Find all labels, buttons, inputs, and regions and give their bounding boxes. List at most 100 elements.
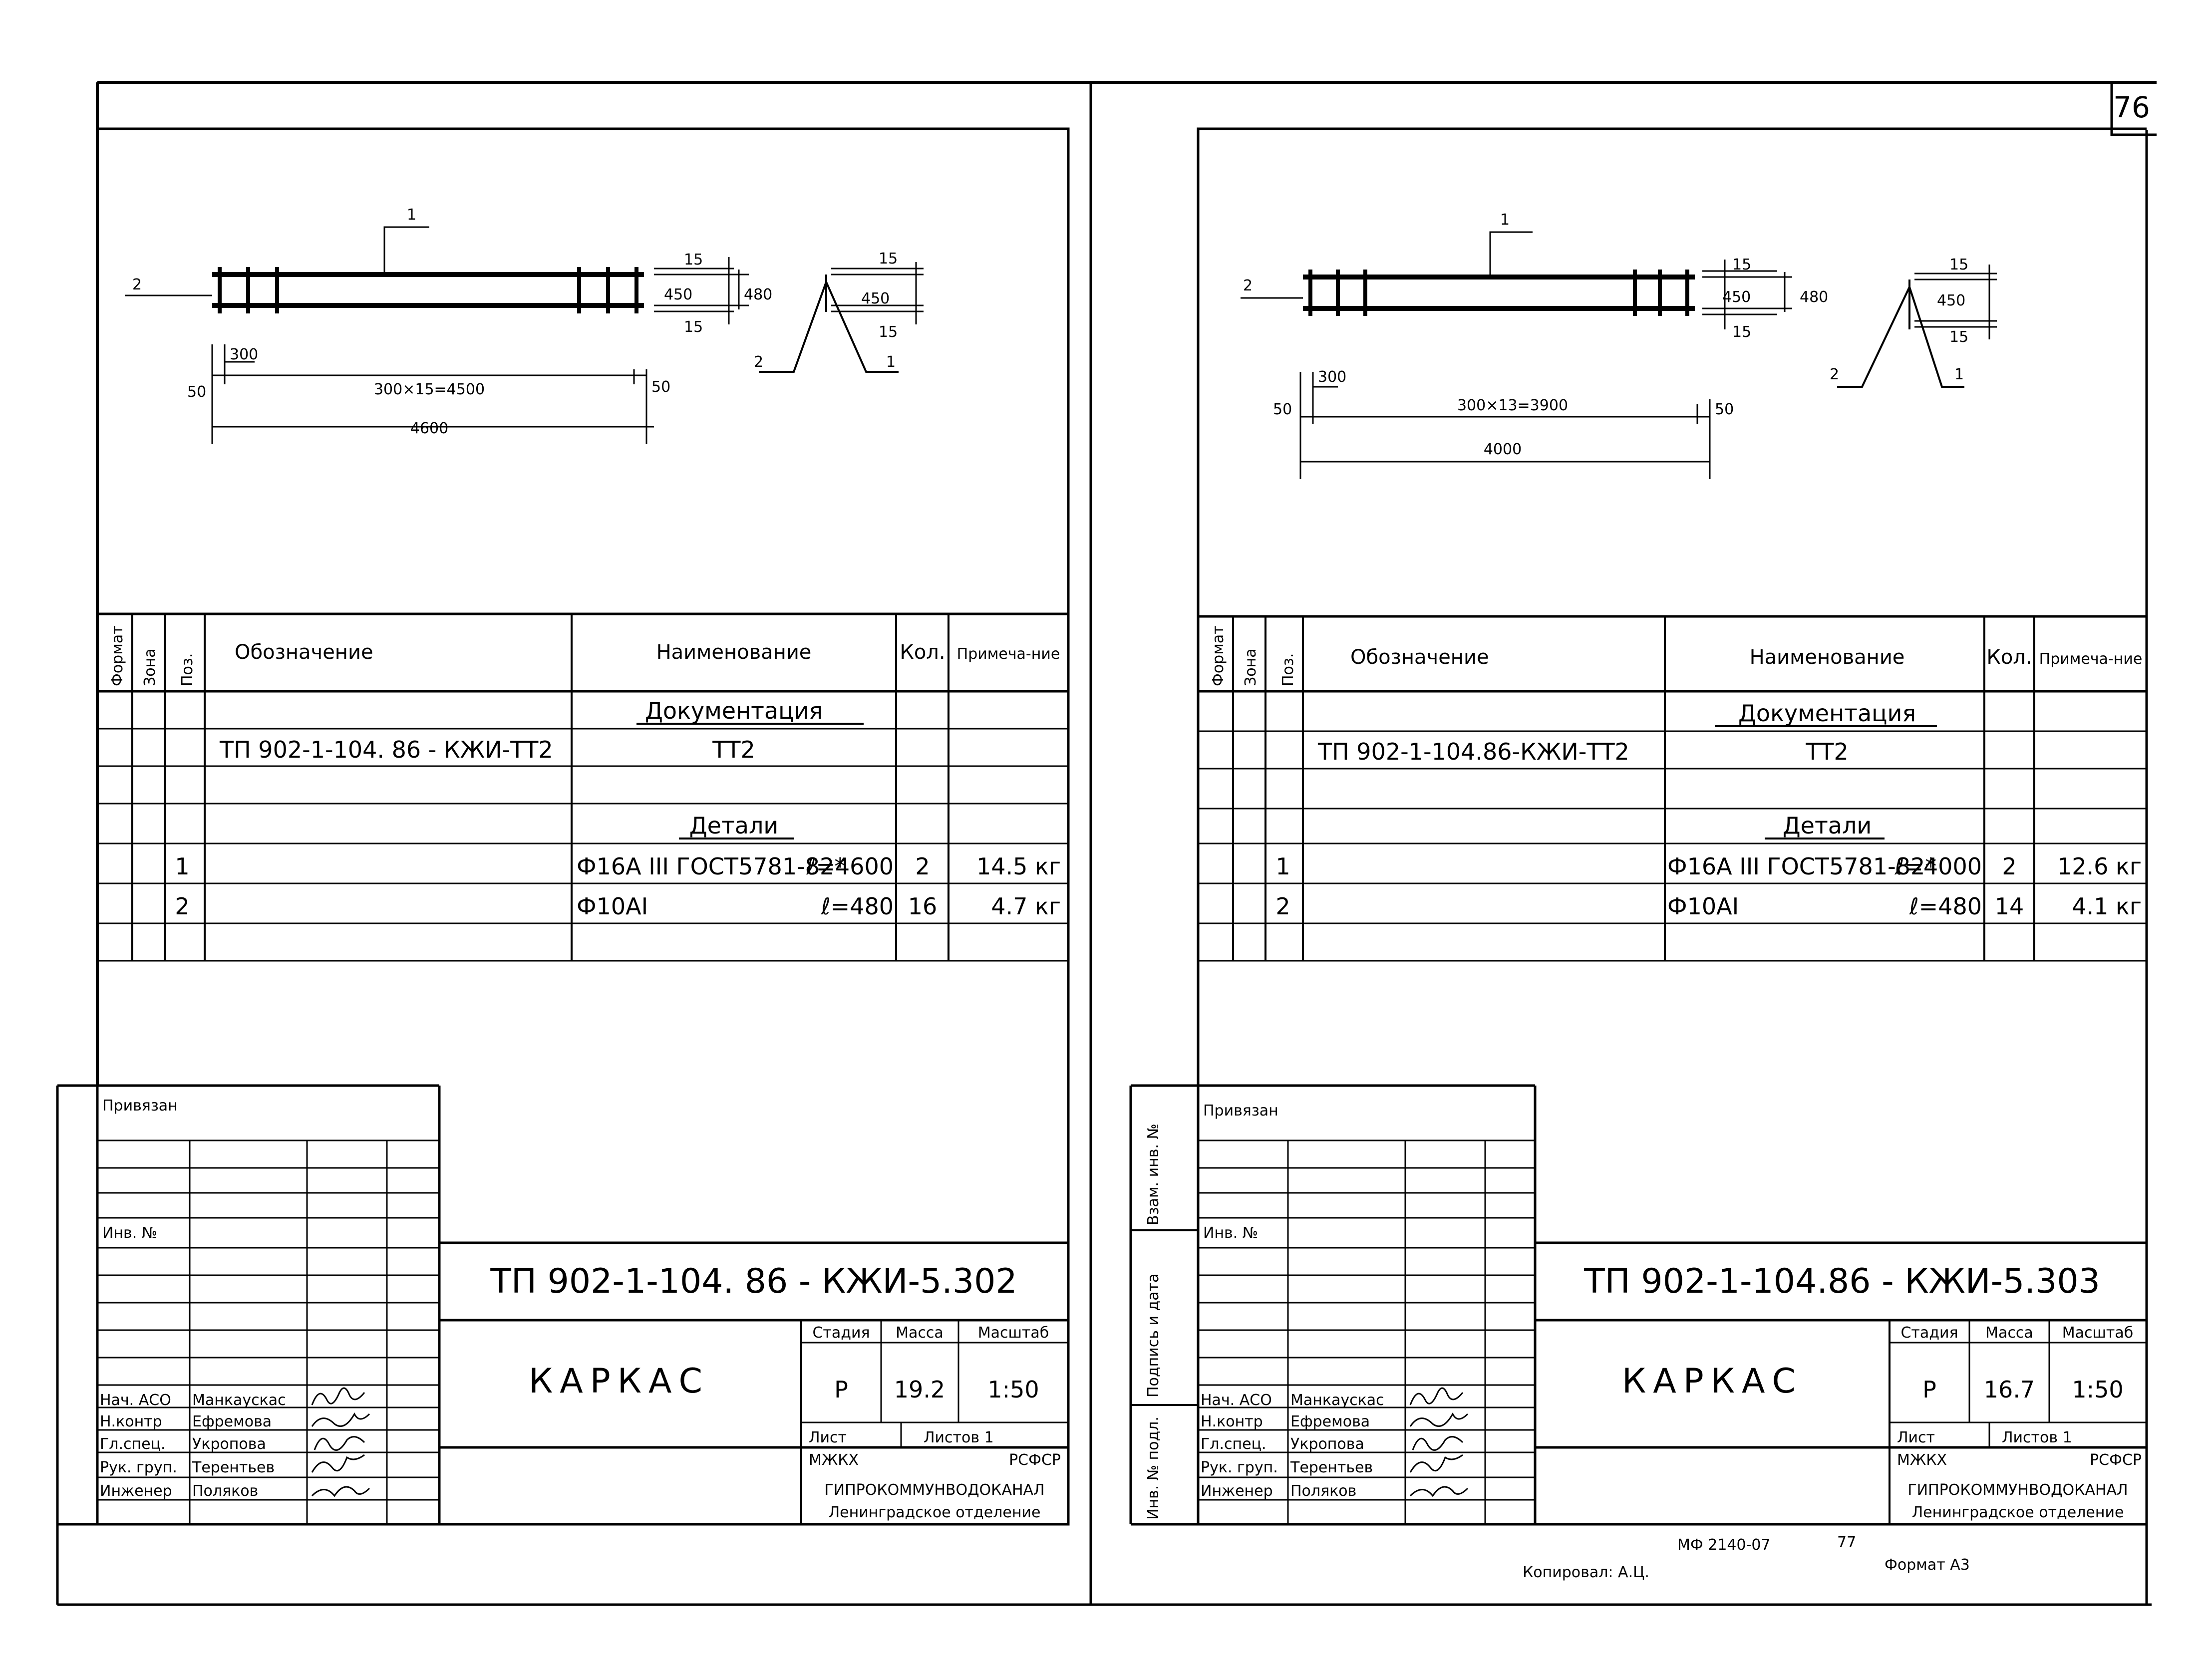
signature-mark (1409, 1486, 1469, 1497)
header-zone: Зона (1242, 648, 1260, 686)
spec-header: Формат Зона Поз. Обозначение Наименовани… (1210, 625, 2142, 686)
signature-mark (314, 1436, 365, 1451)
frame-drawing (125, 226, 924, 444)
dimension-label: 15 (684, 251, 703, 269)
footer: МФ 2140-07 77 Копировал: А.Ц. Формат А3 (1523, 1534, 1970, 1581)
signature-mark (1409, 1454, 1463, 1473)
department: Ленинградское отделение (829, 1504, 1041, 1521)
row-length: ℓ=480 (1909, 893, 1982, 920)
organization: ГИПРОКОММУНВОДОКАНАЛ (824, 1481, 1044, 1499)
role-label: Н.контр (1201, 1413, 1263, 1430)
row-note: 4.1 кг (2072, 893, 2142, 920)
bound-label: Привязан (1203, 1102, 1278, 1120)
dimension-label: 450 (1937, 292, 1965, 309)
signatures (311, 1387, 370, 1497)
row-qty: 2 (2002, 853, 2016, 880)
pos-label: 1 (407, 206, 416, 224)
header-note: Примеча-ние (2039, 650, 2143, 668)
spec-rows: Документация ТП 902-1-104. 86 - КЖИ-ТТ2 … (175, 697, 1061, 920)
side-label: Подпись и дата (1145, 1274, 1162, 1398)
section-docs: Документация (645, 697, 823, 724)
scale-label: Масштаб (2062, 1324, 2134, 1342)
leader-label: 1 (886, 353, 896, 371)
role-label: Инженер (1201, 1482, 1273, 1500)
ministry: МЖКХ (1897, 1451, 1947, 1469)
person-name: Ефремова (1290, 1413, 1370, 1430)
header-qty: Кол. (1986, 646, 2032, 669)
role-label: Рук. груп. (1201, 1459, 1278, 1476)
republic: РСФСР (2090, 1451, 2142, 1469)
stage-label: Стадия (1900, 1324, 1958, 1342)
spec-table (97, 612, 1068, 962)
signature-mark (311, 1454, 365, 1473)
header-name: Наименование (656, 641, 812, 664)
dimension-label: 15 (1949, 328, 1968, 346)
row-note: 14.5 кг (976, 853, 1061, 880)
row-name: Ф10АI (577, 893, 648, 920)
drawing-code: ТП 902-1-104. 86 - КЖИ-5.302 (490, 1262, 1017, 1301)
header-designation: Обозначение (235, 641, 373, 664)
scale-value: 1:50 (987, 1376, 1039, 1403)
section-details: Детали (1783, 812, 1872, 839)
sheet-left-frame (96, 127, 1070, 1526)
scale-label: Масштаб (978, 1324, 1049, 1342)
dimension-label: 50 (651, 378, 670, 396)
dimension-label: 50 (187, 383, 206, 401)
scale-value: 1:50 (2072, 1376, 2123, 1403)
stage-value: Р (834, 1376, 848, 1403)
sheet-label: Лист (809, 1429, 847, 1446)
header-qty: Кол. (900, 641, 945, 664)
dimension-label: 480 (744, 286, 772, 303)
role-label: Инженер (100, 1482, 172, 1500)
row-pos: 1 (175, 853, 189, 880)
department: Ленинградское отделение (1912, 1504, 2124, 1521)
row-pos: 1 (1275, 853, 1290, 880)
header-pos: Поз. (1279, 653, 1297, 686)
dimension-label: 300 (1318, 368, 1346, 386)
inv-label: Инв. № (102, 1224, 157, 1242)
sheet-right: 2 1 15 450 15 480 15 450 15 2 1 300 50 5… (1129, 127, 2147, 1581)
row-pos: 2 (1275, 893, 1290, 920)
dimension-label: 50 (1273, 401, 1292, 418)
copied-by: Копировал: А.Ц. (1523, 1564, 1649, 1581)
doc-designation: ТП 902-1-104.86-КЖИ-ТТ2 (1317, 738, 1629, 765)
row-note: 12.6 кг (2057, 853, 2142, 880)
archive-number: МФ 2140-07 (1677, 1536, 1771, 1554)
signature-mark (311, 1412, 370, 1427)
sheet-right-frame (1197, 127, 2147, 1524)
spec-rows: Документация ТП 902-1-104.86-КЖИ-ТТ2 ТТ2… (1275, 700, 2142, 920)
header-zone: Зона (141, 648, 159, 686)
page-ref: 77 (1837, 1534, 1856, 1551)
person-name: Терентьев (1290, 1459, 1373, 1476)
dimension-label: 15 (1949, 256, 1968, 274)
drawing-labels: 2 1 15 450 15 480 15 450 15 2 1 300 50 5… (1243, 211, 1968, 458)
sheet-left: 2 1 15 450 15 480 15 450 15 2 1 300 50 5… (57, 127, 1070, 1526)
dimension-label: 300×15=4500 (374, 381, 485, 398)
row-length: ℓ=4000 (1894, 853, 1982, 880)
dimension-label: 450 (861, 290, 890, 307)
format-label: Формат А3 (1885, 1556, 1970, 1574)
person-name: Поляков (1290, 1482, 1356, 1500)
republic: РСФСР (1009, 1451, 1061, 1469)
frame-drawing (1241, 231, 1997, 479)
row-note: 4.7 кг (991, 893, 1061, 920)
leader-label: 2 (754, 353, 763, 371)
header-format: Формат (1210, 625, 1227, 686)
person-name: Терентьев (192, 1459, 275, 1476)
section-details: Детали (689, 812, 779, 839)
row-qty: 14 (1995, 893, 2024, 920)
mass-label: Масса (1985, 1324, 2033, 1342)
mass-value: 19.2 (894, 1376, 945, 1403)
dimension-label: 480 (1800, 288, 1828, 306)
bound-label: Привязан (102, 1097, 178, 1115)
dimension-label: 300 (230, 346, 258, 363)
role-label: Нач. АСО (100, 1392, 171, 1409)
pos-label: 2 (1243, 277, 1253, 294)
signature-mark (1409, 1387, 1464, 1405)
dimension-label: 15 (1732, 323, 1751, 341)
role-label: Нач. АСО (1201, 1392, 1272, 1409)
section-docs: Документация (1738, 700, 1916, 727)
page-number-box: 76 (2110, 82, 2157, 136)
row-qty: 16 (908, 893, 938, 920)
